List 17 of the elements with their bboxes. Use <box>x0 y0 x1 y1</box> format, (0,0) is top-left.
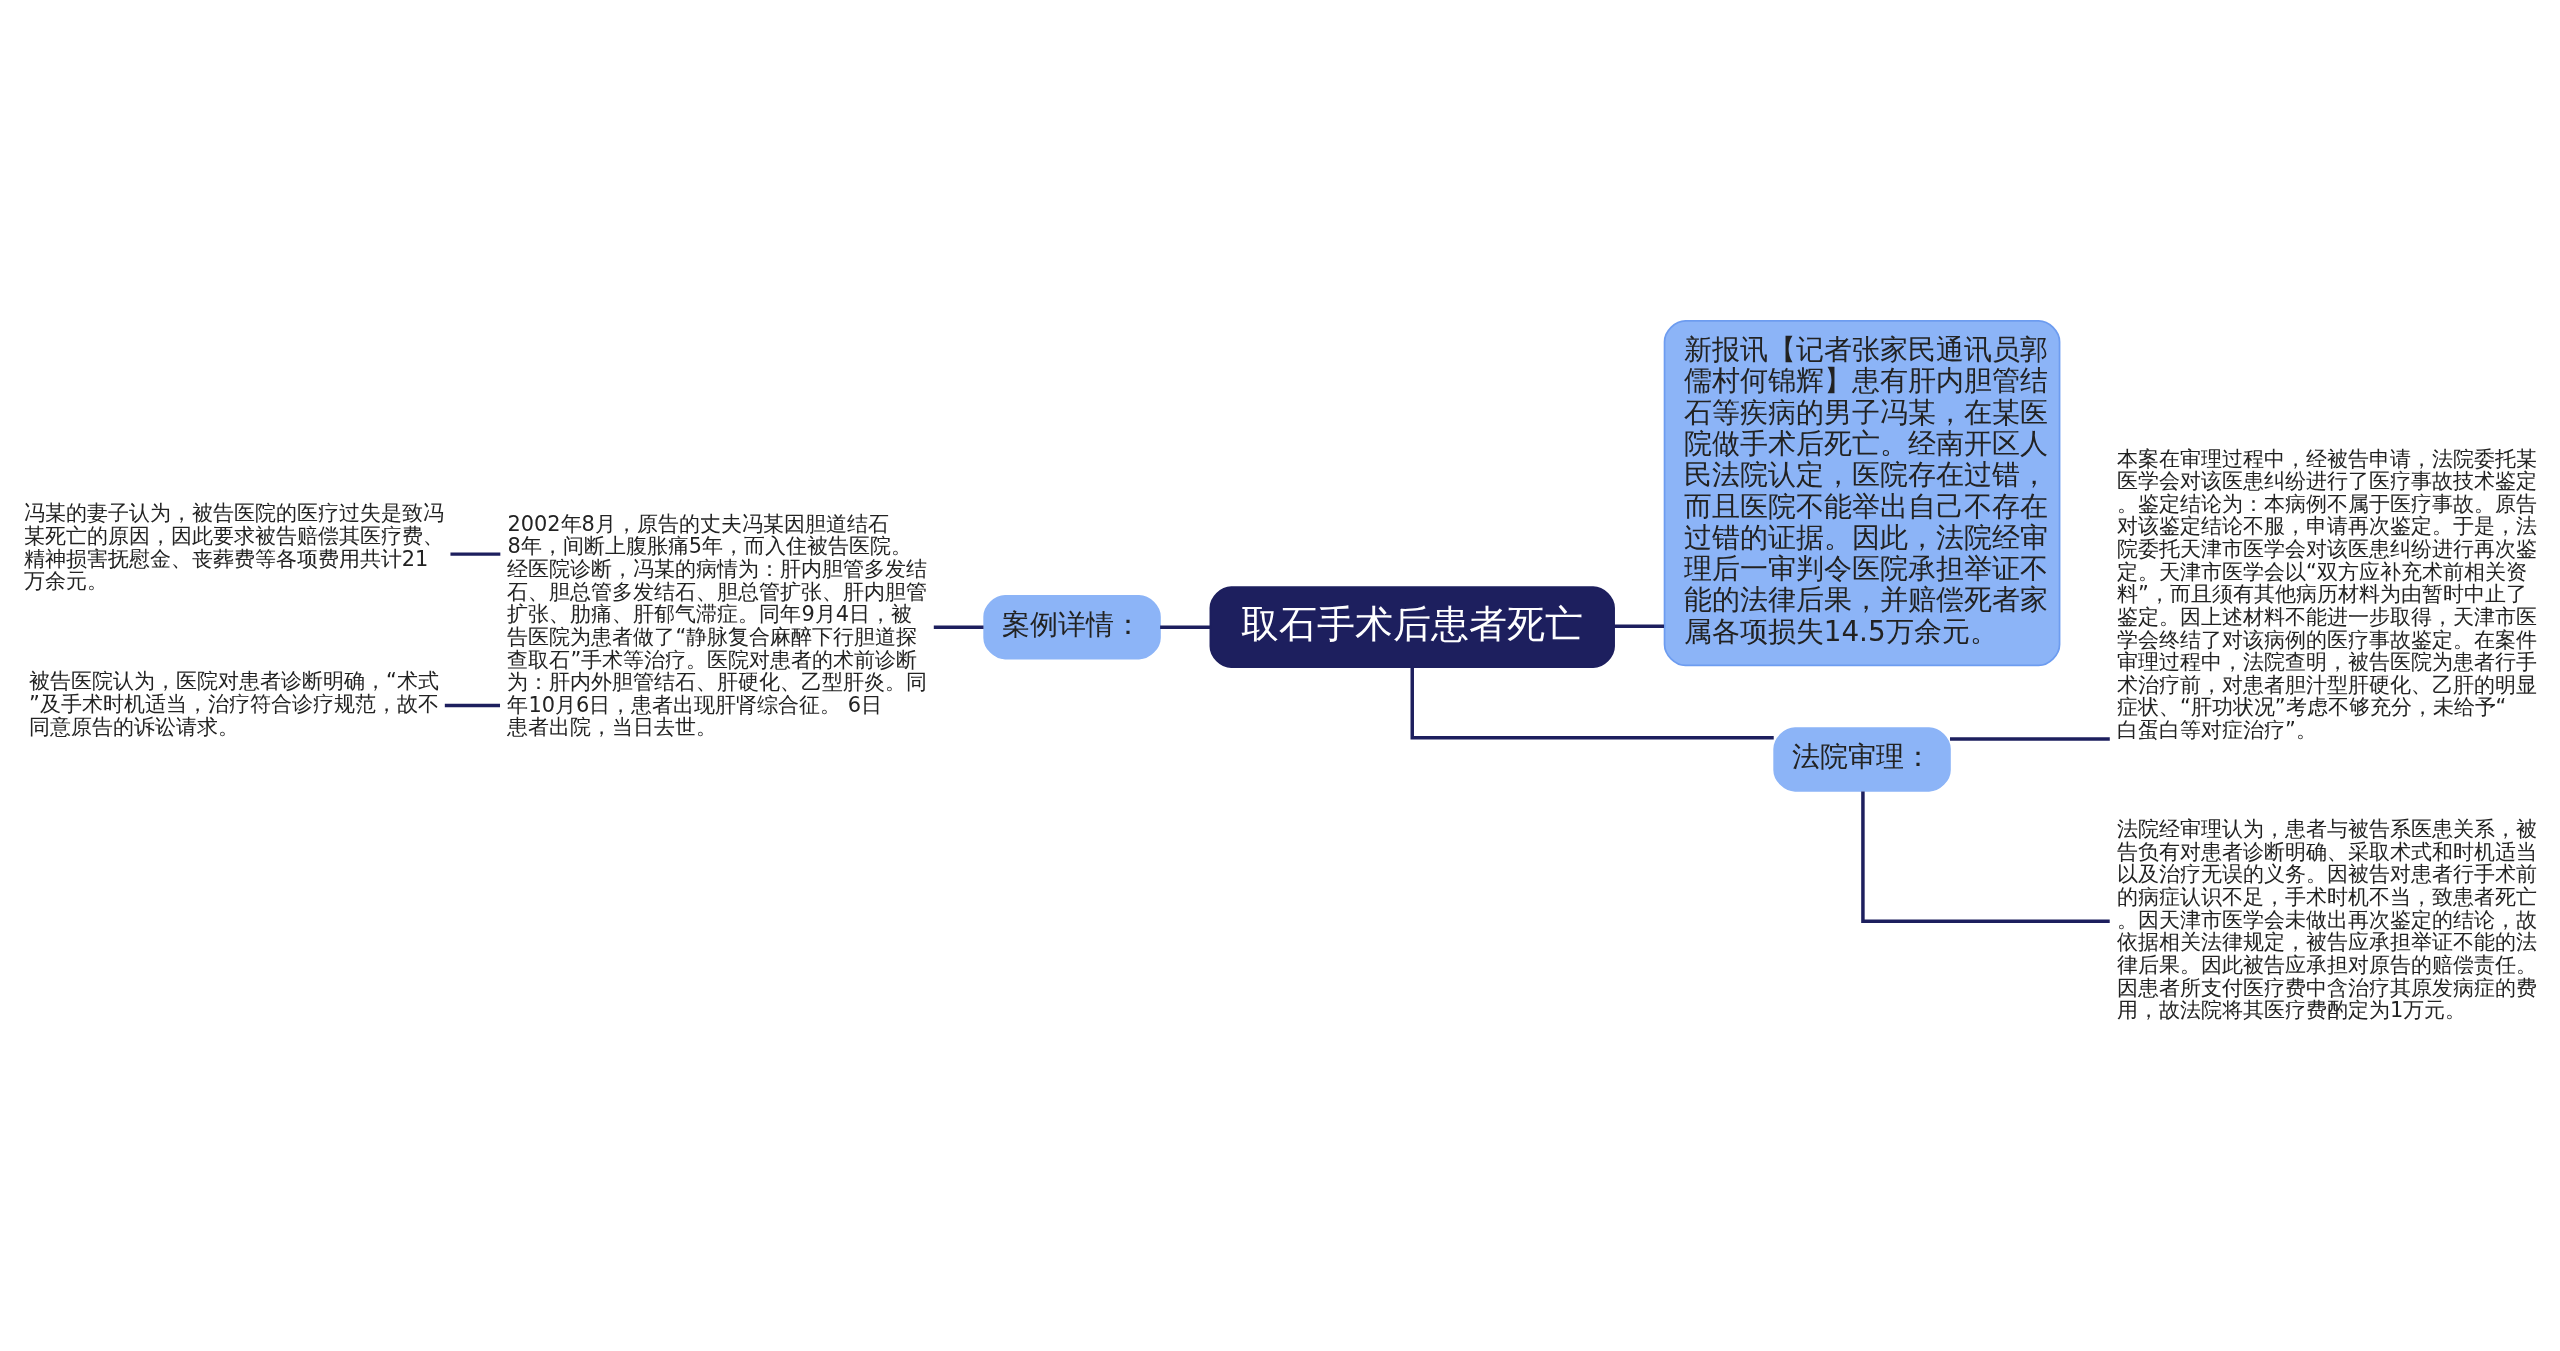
node-text: 被告医院认为，医院对患者诊断明确，“术式”及手术时机适当，治疗符合诊疗规范，故不同意原告的诉讼请求。 <box>28 669 439 739</box>
connector <box>933 625 984 629</box>
node-text: 2002年8月，原告的丈夫冯某因胆道结石8年，间断上腹胀痛5年，而入住被告医院。经医院诊断，冯某的病情为：肝内胆管多发结石、胆总管多发结石、胆总管扩张、肝内胆管扩张、肋痛、肝郁气滞症。同年9月4日，被告医院为患者做了“静脉复合麻醉下行胆道探查取石”手术等治疗。医院对患者的术前诊断为：肝内外胆管结石、肝硬化、乙型肝炎。同年10月6日，患者出现肝肾综合征。 6日患者出院，当日去世。 <box>507 511 928 740</box>
connector <box>1861 791 2110 924</box>
node-box: 新报讯【记者张家民通讯员郭儒村何锦辉】患有肝内胆管结石等疾病的男子冯某，在某医院做手术后死亡。经南开区人民法院认定，医院存在过错，而且医院不能举出自己不存在过错的证据。因此，法院经审理后一审判令医院承担举证不能的法律后果，并赔偿死者家属各项损失14.5万余元。 <box>1663 320 2061 667</box>
connector <box>1614 624 1664 629</box>
node-box: 法院审理： <box>1773 727 1951 792</box>
node-box: 案例详情： <box>983 595 1161 660</box>
node-text: 本案在审理过程中，经被告申请，法院委托某医学会对该医患纠纷进行了医疗事故技术鉴定。鉴定结论为：本病例不属于医疗事故。原告对该鉴定结论不服，申请再次鉴定。于是，法院委托天津市医学会对该医患纠纷进行再次鉴定。天津市医学会以“双方应补充术前相关资料”，而且须有其他病历材料为由暂时中止了鉴定。因上述材料不能进一步取得，天津市医学会终结了对该病例的医疗事故鉴定。在案件审理过程中，法院查明，被告医院为患者行手术治疗前，对患者胆汁型肝硬化、乙肝的明显症状、“肝功状况”考虑不够充分，未给予“白蛋白等对症治疗”。 <box>2116 446 2537 743</box>
node-box: 取石手术后患者死亡 <box>1209 586 1615 669</box>
node-text: 冯某的妻子认为，被告医院的医疗过失是致冯某死亡的原因，因此要求被告赔偿其医疗费、精神损害抚慰金、丧葬费等各项费用共计21万余元。 <box>23 501 444 594</box>
connector <box>1950 737 2110 741</box>
connector <box>450 552 501 556</box>
connector <box>444 703 500 708</box>
node-text: 法院经审理认为，患者与被告系医患关系，被告负有对患者诊断明确、采取术式和时机适当以及治疗无误的义务。因被告对患者行手术前的病症认识不足，手术时机不当，致患者死亡。因天津市医学会未做出再次鉴定的结论，故依据相关法律规定，被告应承担举证不能的法律后果。因此被告应承担对原告的赔偿责任。因患者所支付医疗费中含治疗其原发病症的费用，故法院将其医疗费酌定为1万元。 <box>2116 817 2537 1023</box>
connector <box>1410 667 1774 740</box>
connector <box>1160 625 1211 629</box>
